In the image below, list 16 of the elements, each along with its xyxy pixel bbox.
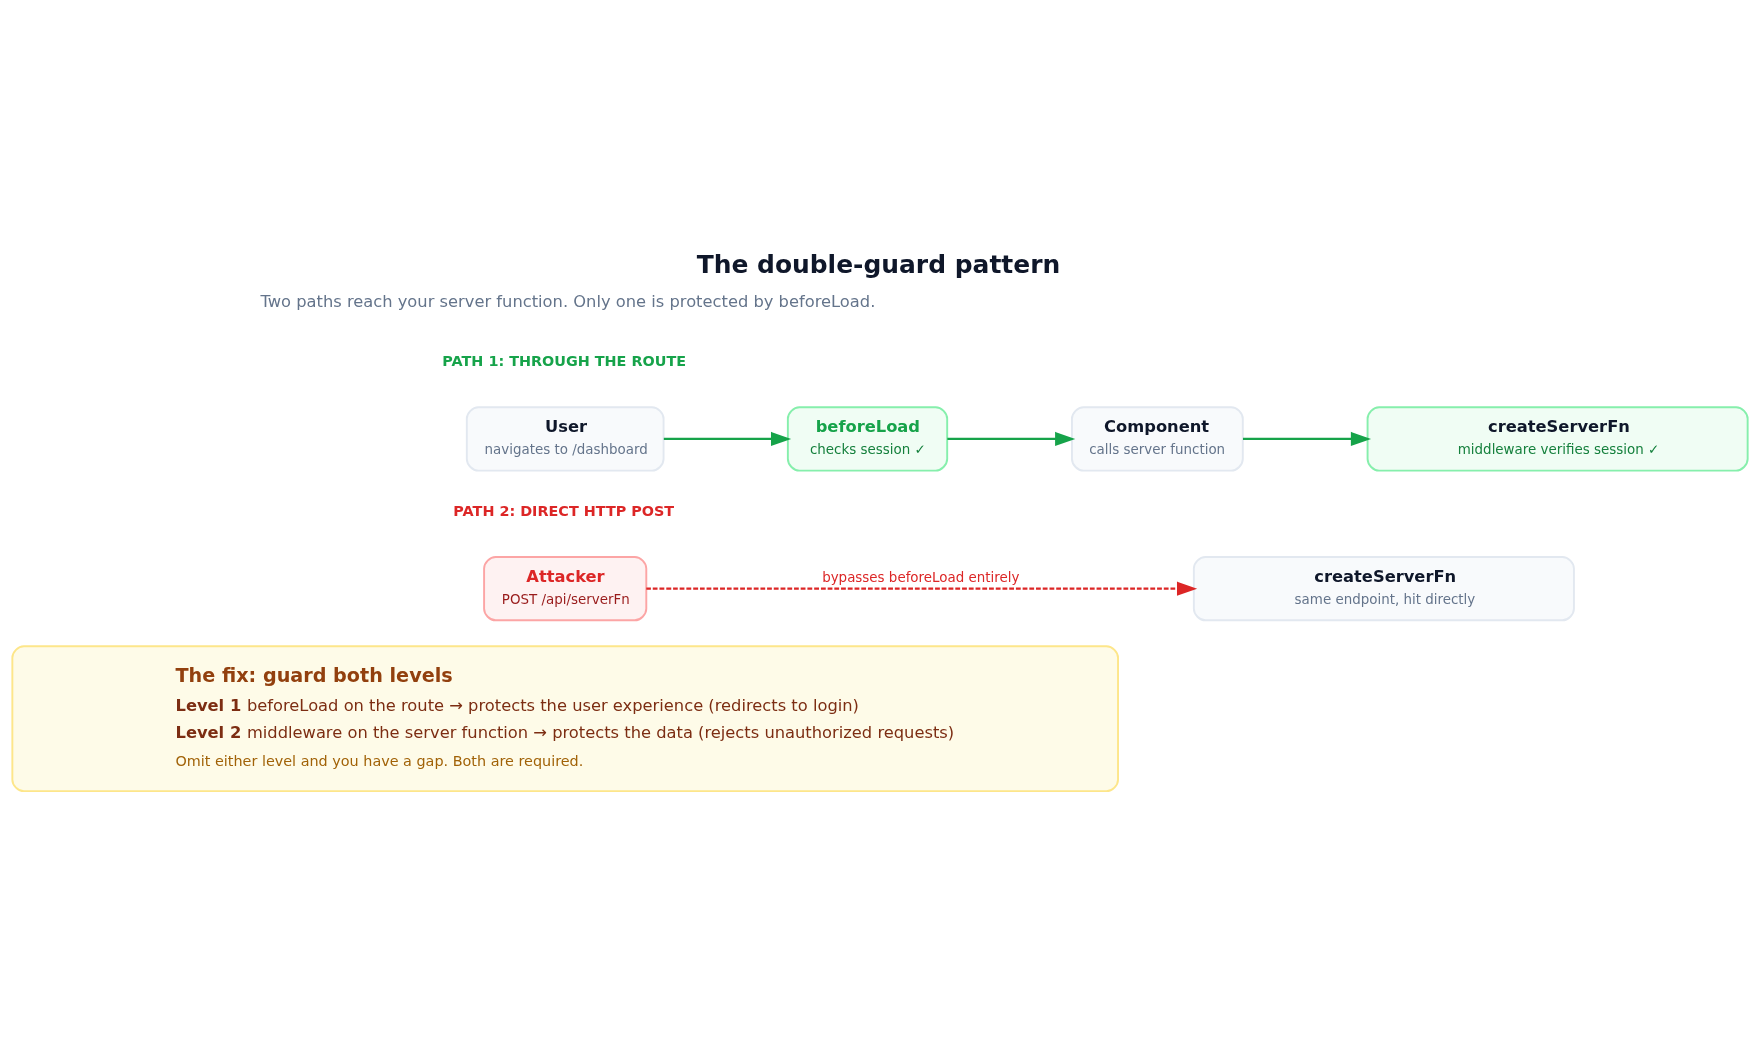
arrow [663, 431, 792, 446]
node-box: beforeLoad checks session ✓ [786, 405, 949, 472]
node-box: Component calls server function [1071, 405, 1244, 472]
node-box: The fix: guard both levels Level 1 beforeLoad on the route → protects the user experience (redirects to login) Level 2 middleware on the server function → protects the data (rejects unauthorized requests) Omit either level and you have a gap. Both are required. [11, 644, 1119, 792]
node-box: Attacker POST /api/serverFn [483, 555, 648, 621]
label: Two paths reach your server function. Only one is protected by beforeLoad. [260, 291, 876, 311]
label: PATH 2: DIRECT HTTP POST [453, 502, 675, 519]
edge-label: bypasses beforeLoad entirely [822, 569, 1020, 585]
arrow [1242, 431, 1372, 446]
node-box: createServerFn same endpoint, hit directly [1192, 555, 1575, 621]
diagram-title: The double-guard pattern [696, 249, 1061, 279]
arrow [947, 431, 1076, 446]
node-box: User navigates to /dashboard [465, 405, 665, 472]
label: PATH 1: THROUGH THE ROUTE [442, 352, 687, 369]
arrow [646, 581, 1198, 596]
node-box: createServerFn middleware verifies session ✓ [1366, 405, 1749, 472]
